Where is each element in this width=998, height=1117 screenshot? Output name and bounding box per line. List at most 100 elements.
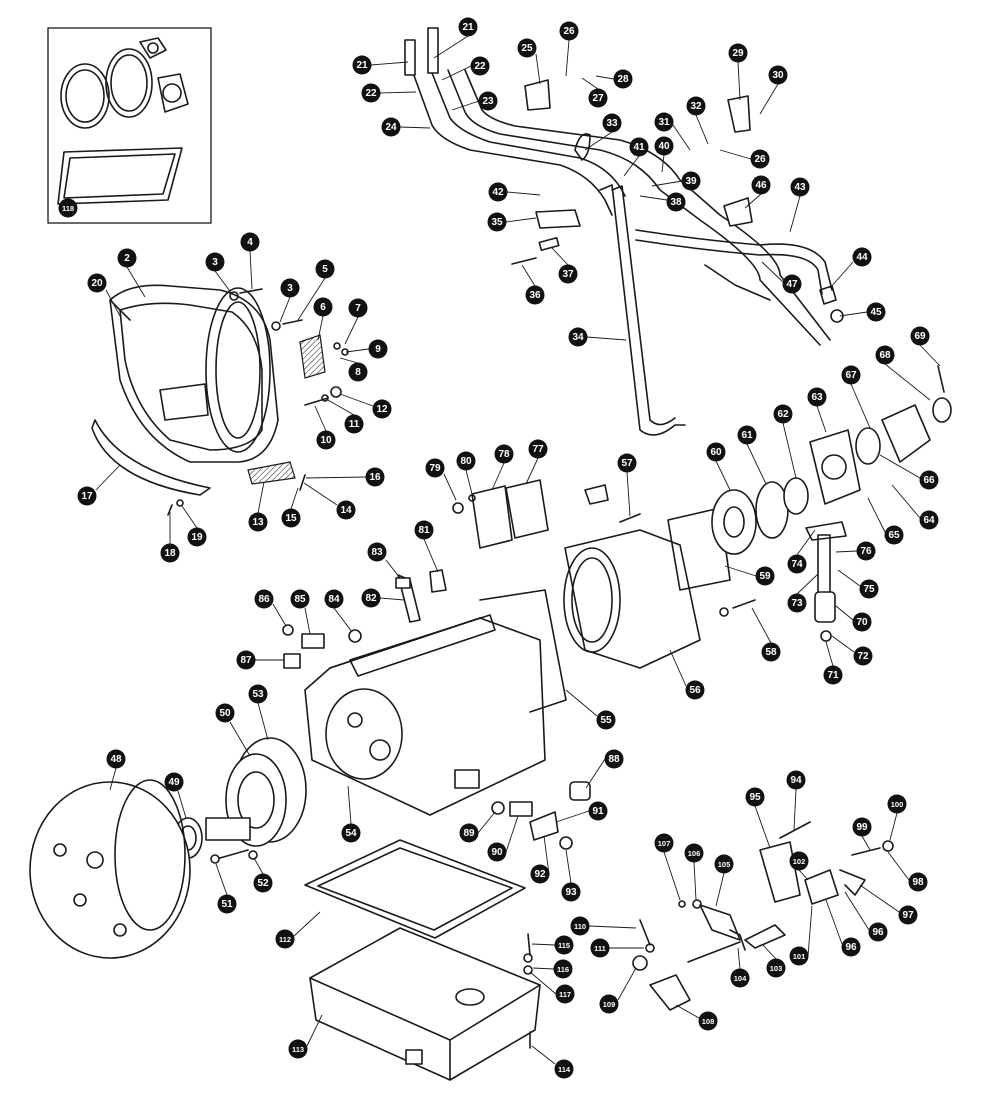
callout-dot	[852, 817, 872, 837]
callout-number: 85	[294, 594, 306, 605]
callout-dot	[240, 232, 260, 252]
callout-number: 2	[124, 253, 130, 264]
callout-dot	[553, 959, 573, 979]
callout-dot	[686, 96, 706, 116]
callout-number: 91	[592, 806, 604, 817]
callout-number: 9	[375, 344, 381, 355]
callout-12: 12	[372, 399, 392, 419]
callout-number: 109	[603, 1000, 616, 1009]
callout-69: 69	[910, 326, 930, 346]
callout-7: 7	[348, 298, 368, 318]
gasket-77	[505, 479, 549, 539]
callout-8: 8	[348, 362, 368, 382]
callout-102: 102	[789, 851, 809, 871]
callout-20: 20	[87, 273, 107, 293]
callout-51: 51	[217, 894, 237, 914]
callout-dot	[728, 43, 748, 63]
callout-dot	[853, 646, 873, 666]
callout-9: 9	[368, 339, 388, 359]
callout-36: 36	[525, 285, 545, 305]
callout-dot	[766, 958, 786, 978]
callout-33: 33	[602, 113, 622, 133]
callout-number: 24	[385, 122, 397, 133]
callout-number: 82	[365, 593, 377, 604]
callout-dot	[77, 486, 97, 506]
callout-number: 61	[741, 430, 753, 441]
callout-74: 74	[787, 554, 807, 574]
callout-46: 46	[751, 175, 771, 195]
callout-number: 52	[257, 878, 269, 889]
callout-dot	[315, 259, 335, 279]
callout-68: 68	[875, 345, 895, 365]
callout-number: 87	[240, 655, 252, 666]
callout-number: 114	[558, 1065, 571, 1074]
callout-dot	[253, 873, 273, 893]
callout-75: 75	[859, 579, 879, 599]
callout-dot	[561, 882, 581, 902]
callout-64: 64	[919, 510, 939, 530]
callout-47: 47	[782, 274, 802, 294]
callout-dot	[666, 192, 686, 212]
callout-dot	[361, 83, 381, 103]
callout-number: 97	[902, 910, 914, 921]
callout-number: 107	[658, 839, 671, 848]
callout-number: 32	[690, 101, 702, 112]
gasket-55	[479, 589, 567, 713]
callout-dot	[558, 264, 578, 284]
callout-number: 73	[791, 598, 803, 609]
callout-number: 15	[285, 513, 297, 524]
callout-dot	[761, 642, 781, 662]
callout-dot	[737, 425, 757, 445]
callout-number: 113	[292, 1045, 304, 1054]
dipstick-33	[574, 133, 591, 161]
callout-number: 14	[340, 505, 352, 516]
callout-dot	[884, 525, 904, 545]
callout-dot	[525, 285, 545, 305]
callout-number: 90	[491, 847, 503, 858]
callout-dot	[919, 470, 939, 490]
callout-number: 53	[252, 689, 264, 700]
callout-dot	[856, 541, 876, 561]
callout-dot	[768, 65, 788, 85]
callout-dot	[790, 177, 810, 197]
callout-number: 72	[857, 651, 869, 662]
inspection-plate-13	[247, 461, 296, 485]
callout-113: 113	[288, 1039, 308, 1059]
callout-65: 65	[884, 525, 904, 545]
callout-dot	[681, 171, 701, 191]
callout-dot	[367, 542, 387, 562]
callout-number: 18	[164, 548, 176, 559]
callout-dot	[215, 703, 235, 723]
callout-dot	[414, 520, 434, 540]
callout-number: 70	[856, 617, 868, 628]
callout-50: 50	[215, 703, 235, 723]
callout-dot	[236, 650, 256, 670]
callout-number: 38	[670, 197, 682, 208]
callout-3: 3	[205, 252, 225, 272]
callout-dot	[773, 404, 793, 424]
callout-dot	[555, 984, 575, 1004]
callout-29: 29	[728, 43, 748, 63]
callout-dot	[487, 212, 507, 232]
callout-number: 30	[772, 70, 784, 81]
callout-23: 23	[478, 91, 498, 111]
callout-104: 104	[730, 968, 750, 988]
callout-95: 95	[745, 787, 765, 807]
bracket-29	[727, 95, 751, 133]
callout-number: 20	[91, 278, 103, 289]
callout-dot	[248, 684, 268, 704]
callout-dot	[599, 994, 619, 1014]
callout-dot	[787, 554, 807, 574]
callout-number: 66	[923, 475, 935, 486]
callout-117: 117	[555, 984, 575, 1004]
callout-90: 90	[487, 842, 507, 862]
callout-dot	[866, 302, 886, 322]
callout-number: 94	[790, 775, 802, 786]
callout-number: 12	[376, 404, 388, 415]
callout-60: 60	[706, 442, 726, 462]
callout-dot	[254, 589, 274, 609]
callout-number: 78	[498, 449, 510, 460]
callout-number: 7	[355, 303, 361, 314]
dust-cover-17	[91, 419, 211, 496]
callout-dot	[750, 149, 770, 169]
